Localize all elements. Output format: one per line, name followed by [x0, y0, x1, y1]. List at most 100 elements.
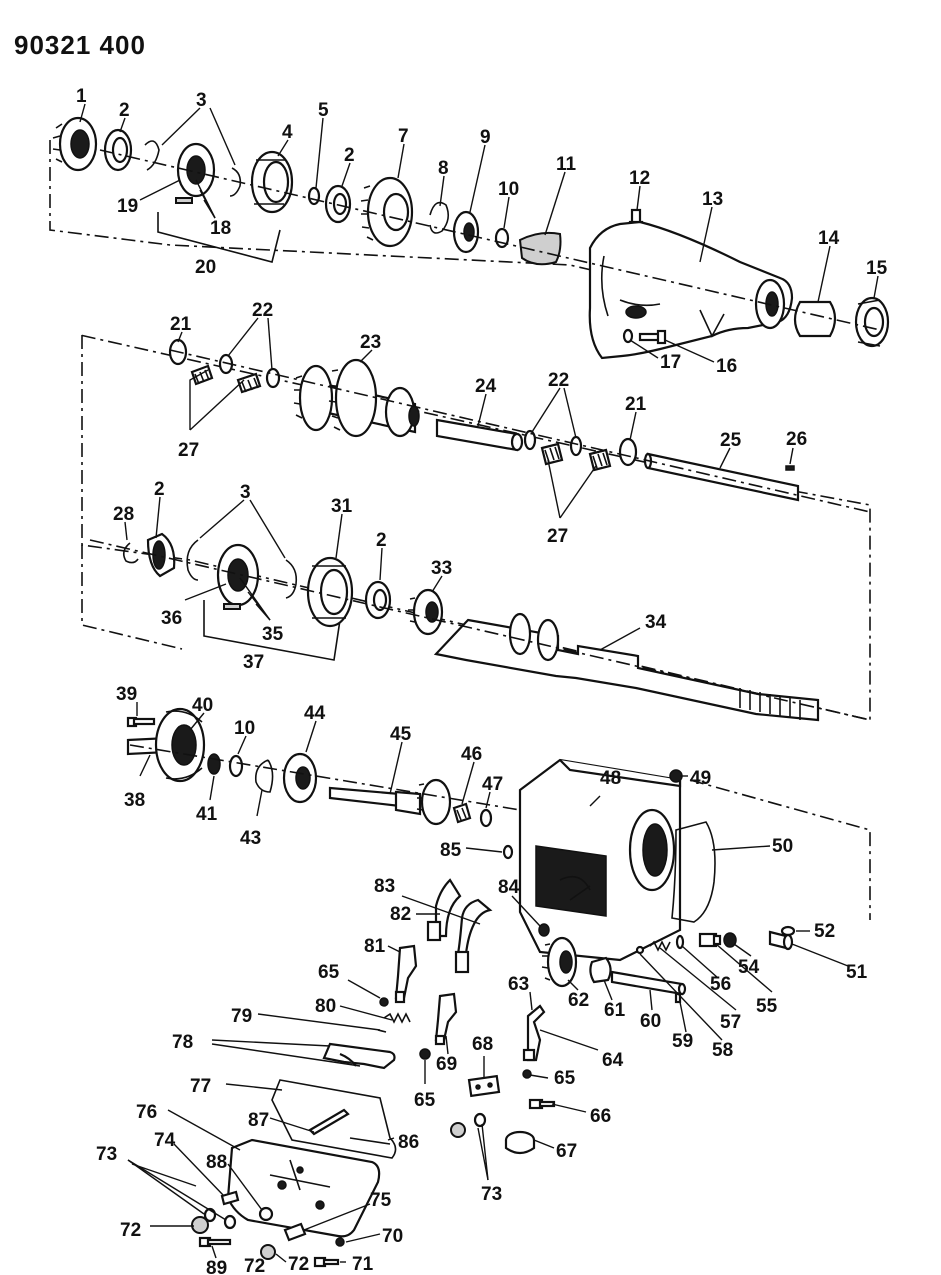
callout-label: 66	[590, 1106, 611, 1127]
callout-label: 31	[331, 496, 353, 517]
callout-label: 5	[318, 100, 329, 121]
callout-label: 12	[629, 168, 650, 189]
part-80-spring	[383, 1012, 411, 1024]
callout-label: 35	[262, 624, 284, 645]
callout-label: 70	[382, 1226, 403, 1247]
part-68-plate	[467, 1074, 501, 1098]
part-2-race-d	[364, 580, 392, 620]
part-85-plug	[502, 844, 514, 860]
assembly-bracket-20	[49, 140, 601, 273]
part-11-slinger	[518, 231, 562, 266]
part-72-nut-c	[450, 1122, 466, 1138]
sub-bracket-20	[157, 212, 281, 263]
part-67-bushing	[504, 1130, 536, 1155]
part-3-snap-ring-c	[186, 539, 199, 581]
part-22-spacer-c	[523, 429, 537, 451]
part-54-plug	[723, 932, 737, 948]
callout-label: 3	[240, 482, 251, 503]
callout-label: 75	[370, 1190, 392, 1211]
callout-label: 80	[315, 996, 336, 1017]
callout-label: 27	[178, 440, 199, 461]
callout-label: 47	[482, 774, 503, 795]
part-66-bolt	[528, 1098, 556, 1110]
callout-label: 7	[398, 126, 409, 147]
callout-label: 10	[234, 718, 255, 739]
part-33-gear	[408, 588, 444, 636]
row3-centerline	[89, 539, 871, 721]
callout-label: 63	[508, 974, 529, 995]
part-3-snap-ring-a	[144, 140, 160, 171]
part-39-bolt	[126, 716, 156, 728]
callout-label: 65	[554, 1068, 576, 1089]
callout-label: 21	[625, 394, 647, 415]
part-24-spacer-tube	[435, 418, 524, 452]
callout-label: 18	[210, 218, 231, 239]
callout-label: 48	[600, 768, 621, 789]
part-65-ball-b	[419, 1048, 431, 1060]
row4-centerline	[129, 744, 521, 811]
callout-label: 73	[481, 1184, 502, 1205]
callout-label: 72	[244, 1256, 265, 1275]
callout-label: 77	[190, 1076, 211, 1097]
part-61-bushing	[589, 956, 612, 984]
callout-label: 86	[398, 1132, 419, 1153]
part-86-seal-line	[349, 1137, 391, 1145]
row3-left-frame	[81, 545, 183, 650]
callout-label: 43	[240, 828, 261, 849]
sub-bracket-37	[203, 600, 341, 661]
part-2-race-b	[324, 184, 352, 224]
callout-label: 25	[720, 430, 742, 451]
part-89-bolt	[198, 1236, 232, 1248]
callout-label: 1	[76, 86, 87, 107]
part-13-extension-housing	[588, 220, 794, 360]
row3-mainshaft-assembly	[81, 532, 871, 722]
row4-right-frame	[689, 779, 871, 920]
callout-labels: 1 2 3 4 5 2 7 8 9 10 11 12 13 14 15 16 1…	[76, 86, 888, 1275]
callout-label: 21	[170, 314, 192, 335]
callout-label: 23	[360, 332, 381, 353]
callout-label: 39	[116, 684, 137, 705]
part-3-snap-ring-b	[229, 167, 242, 197]
callout-label: 62	[568, 990, 589, 1011]
part-22-spacer-b	[265, 367, 281, 389]
callout-label: 81	[364, 936, 386, 957]
part-3-snap-ring-d	[285, 559, 298, 599]
part-17-washer	[622, 328, 634, 344]
part-76-cover	[226, 1138, 381, 1238]
callout-label: 56	[710, 974, 731, 995]
part-65-ball-a	[379, 997, 389, 1007]
callout-label: 15	[866, 258, 888, 279]
callout-label: 27	[547, 526, 568, 547]
callout-label: 17	[660, 352, 681, 373]
callout-label: 38	[124, 790, 145, 811]
callout-label: 71	[352, 1254, 374, 1275]
callout-label: 50	[772, 836, 793, 857]
callout-label: 2	[154, 479, 165, 500]
part-69-shift-lever	[434, 992, 458, 1046]
callout-label: 65	[414, 1090, 436, 1111]
part-71-bolt	[313, 1256, 340, 1268]
callout-label: 24	[475, 376, 497, 397]
callout-label: 69	[436, 1054, 457, 1075]
part-72-nut-b	[260, 1244, 276, 1260]
callout-label: 78	[172, 1032, 193, 1053]
callout-label: 64	[602, 1050, 624, 1071]
part-58-ball	[635, 945, 645, 955]
callout-label: 46	[461, 744, 482, 765]
callout-label: 76	[136, 1102, 157, 1123]
callout-label: 79	[231, 1006, 252, 1027]
part-41-seal	[207, 753, 221, 775]
part-56-washer	[675, 934, 685, 950]
callout-label: 45	[390, 724, 412, 745]
callout-label: 2	[376, 530, 387, 551]
part-74-stud	[220, 1190, 240, 1206]
callout-label: 26	[786, 429, 807, 450]
part-60-idler-shaft	[610, 970, 687, 996]
row4-input-and-case	[126, 707, 871, 1268]
callout-label: 3	[196, 90, 207, 111]
part-31-sleeve	[306, 556, 354, 628]
part-83-shift-fork	[454, 898, 493, 974]
part-70-ball	[335, 1237, 345, 1247]
part-8-snap-ring	[429, 201, 450, 234]
